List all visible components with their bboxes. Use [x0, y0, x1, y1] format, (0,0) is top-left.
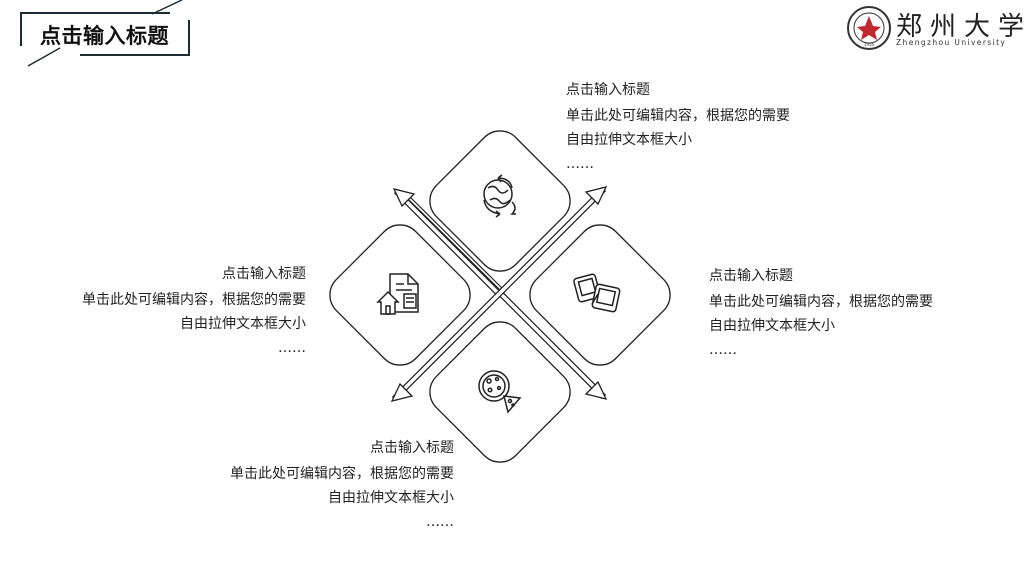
item-top-line2[interactable]: 自由拉伸文本框大小 — [566, 132, 692, 148]
item-right-ellipsis: …… — [709, 342, 737, 358]
item-top-line1[interactable]: 单击此处可编辑内容，根据您的需要 — [566, 108, 790, 124]
item-left-line1[interactable]: 单击此处可编辑内容，根据您的需要 — [82, 292, 306, 308]
diamond-left[interactable] — [321, 216, 479, 374]
item-top-title[interactable]: 点击输入标题 — [566, 82, 650, 98]
item-right-text: 点击输入标题 单击此处可编辑内容，根据您的需要 自由拉伸文本框大小 …… — [709, 264, 933, 362]
page-title[interactable]: 点击输入标题 — [40, 24, 169, 48]
university-seal-icon: 1956 — [847, 6, 891, 50]
item-right-title[interactable]: 点击输入标题 — [709, 268, 793, 284]
item-right-line1[interactable]: 单击此处可编辑内容，根据您的需要 — [709, 294, 933, 310]
logo-name-en: Zhengzhou University — [896, 38, 1007, 47]
item-top-ellipsis: …… — [566, 156, 594, 172]
arrow-head-nw — [392, 188, 416, 208]
item-left-title[interactable]: 点击输入标题 — [222, 266, 306, 282]
globe-arrows-icon — [483, 174, 516, 218]
logo-name-cn: 郑州大学 — [896, 12, 1024, 42]
item-left-ellipsis: …… — [278, 340, 306, 356]
item-top-text: 点击输入标题 单击此处可编辑内容，根据您的需要 自由拉伸文本框大小 …… — [566, 78, 790, 176]
arrow-head-se — [584, 380, 608, 400]
diamond-bottom[interactable] — [421, 313, 579, 471]
item-bottom-line1[interactable]: 单击此处可编辑内容，根据您的需要 — [230, 466, 454, 482]
item-bottom-title[interactable]: 点击输入标题 — [370, 440, 454, 456]
title-frame: 点击输入标题 — [20, 12, 190, 56]
item-bottom-line2[interactable]: 自由拉伸文本框大小 — [328, 490, 454, 506]
arrow-head-sw — [390, 382, 414, 402]
item-left-line2[interactable]: 自由拉伸文本框大小 — [180, 316, 306, 332]
document-house-icon — [376, 273, 419, 315]
item-bottom-text: 点击输入标题 单击此处可编辑内容，根据您的需要 自由拉伸文本框大小 …… — [230, 436, 454, 534]
title-decoration — [27, 0, 183, 67]
arrow-head-ne — [584, 186, 608, 206]
item-bottom-ellipsis: …… — [426, 514, 454, 530]
university-logo: 1956 郑州大学 Zhengzhou University — [844, 4, 1024, 52]
item-left-text: 点击输入标题 单击此处可编辑内容，根据您的需要 自由拉伸文本框大小 …… — [82, 262, 306, 360]
pizza-icon — [478, 370, 522, 414]
item-right-line2[interactable]: 自由拉伸文本框大小 — [709, 318, 835, 334]
photos-icon — [573, 273, 621, 313]
svg-text:1956: 1956 — [864, 42, 875, 47]
